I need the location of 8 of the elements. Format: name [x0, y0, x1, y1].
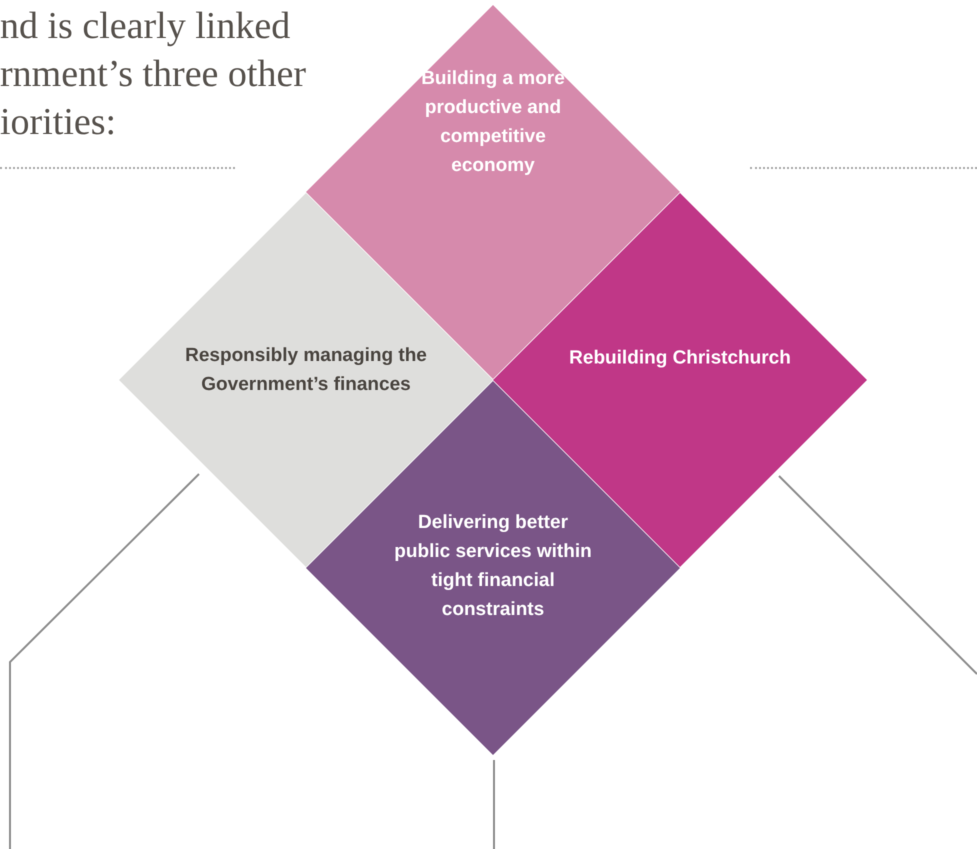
node-label: Building a more productive and competitive economy — [420, 67, 566, 178]
node-label: Delivering better public services within tight financial constraints — [393, 511, 593, 622]
node-label: Responsibly managing the Government’s finances — [184, 344, 428, 397]
leader-line — [493, 760, 495, 849]
leader-line — [9, 473, 200, 849]
leader-line — [778, 475, 977, 675]
intro-text: nd is clearly linked rnment’s three other iorities: — [0, 4, 308, 145]
node-label: Rebuilding Christchurch — [568, 346, 792, 370]
